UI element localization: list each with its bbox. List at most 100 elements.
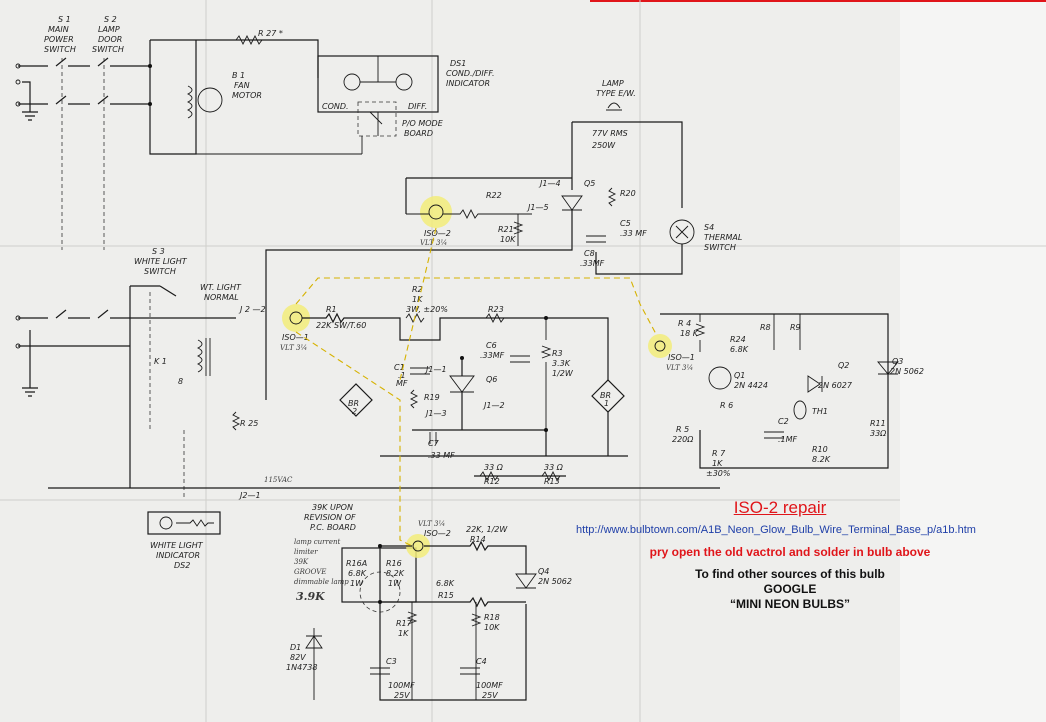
s2-label: S 2 [104, 15, 117, 24]
r17-label: R17 [396, 619, 413, 628]
r12-r13-resistors [479, 470, 561, 482]
b1-label: B 1 [232, 71, 245, 80]
r1-value: 22K SW/T.60 [316, 321, 366, 330]
ground-symbol [22, 81, 38, 121]
node [544, 316, 548, 320]
r9-label: R9 [790, 323, 801, 332]
th1-thermistor [793, 400, 807, 420]
br2-bridge [339, 383, 373, 417]
k1-relay-coil [196, 338, 211, 376]
s2-label: LAMP [98, 25, 120, 34]
r20-resistor [607, 187, 617, 207]
lamp-filament [606, 102, 622, 111]
q5-label: Q5 [584, 179, 595, 188]
repair-title: ISO-2 repair [733, 498, 827, 517]
q3-scr [877, 361, 899, 375]
iso2-bottom-bulb-icon [412, 540, 424, 552]
s1-label: SWITCH [44, 45, 76, 54]
q1-type: 2N 4424 [734, 381, 768, 390]
ds1-label: COND./DIFF. [446, 69, 495, 78]
r17-resistor [406, 602, 418, 700]
neon-lamp [159, 516, 173, 530]
r8-r9-lines [773, 314, 801, 350]
j1-2-label: J1—2 [482, 401, 505, 410]
switch-linkage [61, 58, 105, 250]
revision-note: REVISION OF [304, 513, 356, 522]
iso-connection-path [295, 227, 657, 547]
r11-value: 33Ω [870, 429, 887, 438]
r10-value: 8.2K [812, 455, 831, 464]
terminal [15, 101, 21, 107]
iso2-bottom-handwriting: VLT 3¼ [418, 520, 445, 528]
diff-label: DIFF. [408, 102, 427, 111]
c3-label: C3 [386, 657, 397, 666]
wt-light-label: WT. LIGHT [200, 283, 242, 292]
r14-value: 22K, 1/2W [466, 525, 508, 534]
c5-label: C5 [620, 219, 631, 228]
r19-resistor [409, 389, 419, 409]
terminal [15, 79, 21, 85]
s3-label: WHITE LIGHT [134, 257, 188, 266]
r15-label: R15 [438, 591, 454, 600]
r3-rating: 1/2W [552, 369, 574, 378]
r18-label: R18 [484, 613, 500, 622]
r2-label: R2 [412, 285, 423, 294]
ds1-label: INDICATOR [446, 79, 490, 88]
repair-instruction: pry open the old vactrol and solder in b… [649, 545, 931, 559]
s4-label: S4 [704, 223, 714, 232]
lamp-section: LAMP TYPE E/W. 77V RMS 250W Q5 R20 C5 .3… [561, 79, 742, 275]
s2-label: SWITCH [92, 45, 124, 54]
c6-value: .33MF [480, 351, 505, 360]
handwritten-note: 39K [294, 558, 309, 566]
j1-3-label: J1—3 [424, 409, 447, 418]
th1-label: TH1 [812, 407, 828, 416]
handwritten-note: limiter [294, 548, 318, 556]
r7-tolerance: ±30% [706, 469, 730, 478]
s4-wiring [595, 244, 683, 275]
iso2-bulb-icon [428, 204, 444, 220]
r16a-value: 6.8K [348, 569, 367, 578]
bulb-sources-note: To find other sources of this bulb GOOGL… [640, 567, 940, 612]
handwritten-note: dimmable lamp [294, 578, 349, 586]
r13-label: R13 [544, 477, 560, 486]
q3-type: 2N 5062 [890, 367, 924, 376]
c8-value: .33MF [580, 259, 605, 268]
po-mode-label: BOARD [404, 129, 433, 138]
revision-note: 39K UPON [312, 503, 353, 512]
trigger-circuit: ISO—1 VLT 3¼ R 4 18 K R8 R9 R24 6.8K Q1 … [648, 313, 924, 478]
q1-label: Q1 [734, 371, 745, 380]
q4-type: 2N 5062 [538, 577, 572, 586]
c6-label: C6 [486, 341, 497, 350]
thermal-switch-cross [675, 225, 689, 239]
r7-label: R 7 [712, 449, 726, 458]
r5-label: R 5 [676, 425, 689, 434]
c3-rating: 25V [394, 691, 410, 700]
r14-label: R14 [470, 535, 486, 544]
c1-label: C1 [394, 363, 405, 372]
r4-label: R 4 [678, 319, 691, 328]
iso1-right-handwriting: VLT 3¼ [666, 364, 693, 372]
d1-zener [305, 628, 323, 700]
paper-edge [900, 0, 1046, 722]
bulb-source-link[interactable]: http://www.bulbtown.com/A1B_Neon_Glow_Bu… [576, 524, 976, 536]
terminal [15, 315, 21, 321]
sources-line: To find other sources of this bulb [695, 567, 885, 581]
iso1-left-label: ISO—1 [282, 333, 309, 342]
iso2-highlight [420, 196, 452, 228]
r23-resistor [485, 312, 505, 324]
r3-resistor [540, 318, 552, 430]
power-switch-lines [18, 57, 150, 105]
ground-symbol [22, 330, 38, 397]
r12-label: R12 [484, 477, 500, 486]
revision-note: P.C. BOARD [310, 523, 356, 532]
handwritten-value: 3.9K [296, 590, 325, 603]
r8-label: R8 [760, 323, 771, 332]
r23-label: R23 [488, 305, 504, 314]
node [148, 102, 152, 106]
d1-type: 1N4738 [286, 663, 317, 672]
iso-top-loop [265, 177, 573, 400]
q2-type: 2N 6027 [818, 381, 853, 390]
q6-label: Q6 [486, 375, 497, 384]
lamp-rating: 250W [592, 141, 616, 150]
ds1-wiring [360, 56, 396, 83]
